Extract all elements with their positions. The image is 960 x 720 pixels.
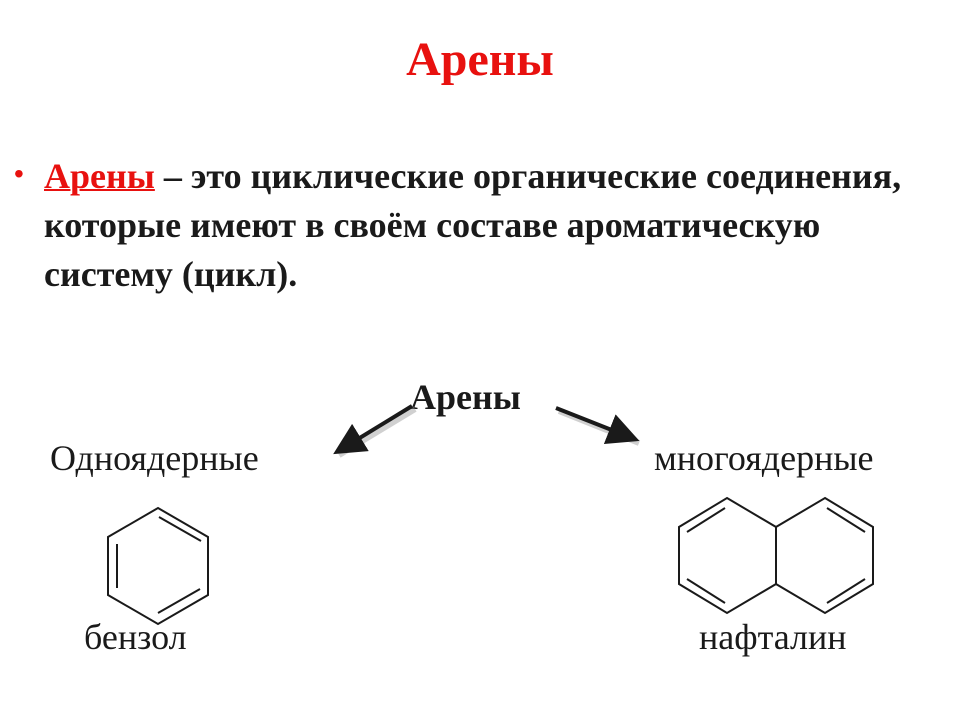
benzene-label: бензол [84,617,187,657]
bullet-marker: • [14,158,24,189]
arrow-right [555,406,641,446]
definition-paragraph: Арены – это циклические органические сое… [44,152,924,299]
arrow-left [333,404,417,458]
classification-root-label: Арены [410,377,521,417]
naphthalene-label: нафталин [699,617,847,657]
slide-title: Арены [406,33,554,86]
definition-text: – это циклические органические соединени… [44,156,902,294]
benzene-structure [107,506,209,626]
naphthalene-structure [678,496,874,615]
mononuclear-label: Одноядерные [50,438,259,478]
polynuclear-label: многоядерные [654,438,874,478]
definition-term: Арены [44,156,155,196]
